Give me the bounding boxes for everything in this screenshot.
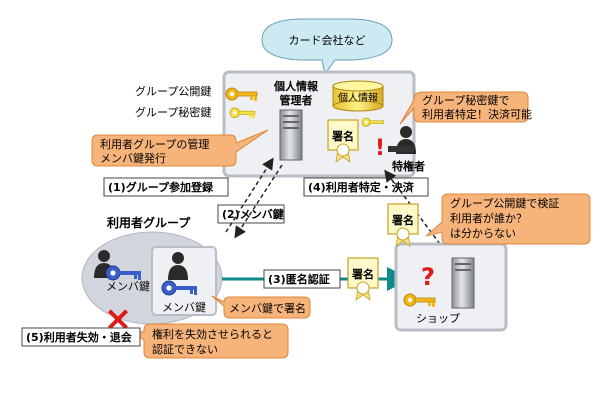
manager-signature-label: 署名 xyxy=(331,129,354,143)
callout-verify: グループ公開鍵で検証 利用者が誰か？ は分からない xyxy=(425,193,591,245)
step-5-box: (5)利用者失効・退会 xyxy=(21,327,141,347)
personal-info-db-icon: 個人情報 xyxy=(332,80,384,112)
callout-verify-line3: は分からない xyxy=(450,227,516,240)
callout-group-admin-line2: メンバ鍵発行 xyxy=(100,151,166,165)
shop-server-icon xyxy=(451,257,475,309)
manager-title-line1: 個人情報 xyxy=(273,79,319,93)
arrow-member-key xyxy=(234,164,283,239)
card-company-cloud: カード会社など xyxy=(261,18,393,76)
db-label: 個人情報 xyxy=(338,91,378,104)
arrow-join-registration xyxy=(225,157,274,233)
callout-secret-key: グループ秘密鍵で 利用者特定！決済可能 xyxy=(399,91,532,125)
auth-signature-label: 署名 xyxy=(351,267,374,281)
member1-label: メンバ鍵 xyxy=(106,279,150,293)
callout-group-admin-line1: 利用者グループの管理 xyxy=(100,137,209,151)
step-3-box: (3)匿名認証 xyxy=(263,269,341,289)
shop-label: ショップ xyxy=(416,312,460,325)
group-label: 利用者グループ xyxy=(107,215,191,230)
step-1-label: (1)グループ参加登録 xyxy=(108,180,214,194)
step-4-label: (4)利用者特定・決済 xyxy=(308,180,415,194)
callout-sign: メンバ鍵で署名 xyxy=(211,295,311,319)
callout-revoke: 権利を失効させられると 認証できない xyxy=(127,323,289,359)
question-mark: ? xyxy=(421,263,435,291)
manager-panel xyxy=(222,70,416,178)
privileged-label: 特権者 xyxy=(392,159,425,173)
callout-verify-line1: グループ公開鍵で検証 xyxy=(450,196,559,210)
member2-label: メンバ鍵 xyxy=(162,300,206,314)
callout-verify-line2: 利用者が誰か？ xyxy=(450,211,527,225)
step-5-label: (5)利用者失効・退会 xyxy=(26,330,133,344)
member2-panel xyxy=(151,246,217,316)
privileged-person-icon xyxy=(388,126,416,154)
cloud-label: カード会社など xyxy=(289,33,366,47)
callout-revoke-line1: 権利を失効させられると xyxy=(152,327,273,341)
step-3-label: (3)匿名認証 xyxy=(268,272,330,286)
step-4-box: (4)利用者特定・決済 xyxy=(303,177,429,197)
callout-revoke-line2: 認証できない xyxy=(152,342,218,356)
exclaim-mark: ! xyxy=(375,136,385,161)
callout-secret-key-line1: グループ秘密鍵で xyxy=(422,93,509,107)
step-2-label: (2)メンバ鍵 xyxy=(222,207,284,221)
secret-key-label: グループ秘密鍵 xyxy=(135,105,211,119)
public-key-label: グループ公開鍵 xyxy=(135,84,211,98)
callout-sign-line1: メンバ鍵で署名 xyxy=(229,301,306,315)
privileged-secret-key-icon xyxy=(361,117,384,127)
group-secret-key-icon xyxy=(229,107,256,119)
manager-server-icon xyxy=(279,109,303,161)
callout-group-admin: 利用者グループの管理 メンバ鍵発行 xyxy=(91,129,269,167)
manager-title-line2: 管理者 xyxy=(280,93,313,107)
callout-secret-key-line2: 利用者特定！決済可能 xyxy=(422,107,532,121)
step-1-box: (1)グループ参加登録 xyxy=(103,177,229,197)
shop-signature-label: 署名 xyxy=(391,213,414,227)
